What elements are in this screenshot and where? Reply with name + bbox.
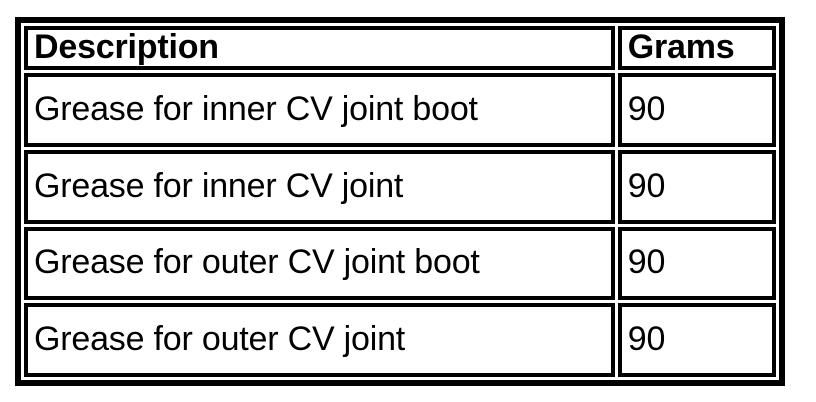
table-header-row: Description Grams — [24, 26, 776, 70]
column-header-description-label: Description — [34, 28, 219, 66]
table-row: Grease for inner CV joint boot 90 — [24, 73, 776, 147]
table-row: Grease for outer CV joint 90 — [24, 303, 776, 377]
cell-description-value: Grease for outer CV joint — [34, 320, 406, 359]
cell-grams: 90 — [617, 303, 776, 377]
cell-description: Grease for inner CV joint boot — [24, 73, 615, 147]
cell-grams-value: 90 — [627, 243, 666, 282]
column-header-description: Description — [24, 26, 615, 70]
cell-description: Grease for inner CV joint — [24, 149, 615, 224]
cell-grams: 90 — [617, 73, 776, 147]
cell-grams: 90 — [617, 149, 776, 224]
cell-description-value: Grease for inner CV joint boot — [34, 89, 478, 128]
table-row: Grease for outer CV joint boot 90 — [24, 226, 776, 301]
table-header: Description Grams — [24, 26, 776, 70]
cell-grams-value: 90 — [627, 89, 666, 128]
cell-description-value: Grease for outer CV joint boot — [34, 243, 480, 282]
column-header-grams-label: Grams — [627, 28, 735, 66]
cell-grams-value: 90 — [627, 166, 666, 205]
column-header-grams: Grams — [617, 26, 776, 70]
table-row: Grease for inner CV joint 90 — [24, 149, 776, 224]
cell-grams: 90 — [617, 226, 776, 301]
grease-specification-table: Description Grams Grease for inner CV jo… — [21, 23, 779, 380]
table-body: Grease for inner CV joint boot 90 Grease… — [24, 73, 776, 377]
cell-description: Grease for outer CV joint boot — [24, 226, 615, 301]
table-outer-frame: Description Grams Grease for inner CV jo… — [15, 17, 785, 386]
cell-description: Grease for outer CV joint — [24, 303, 615, 377]
cell-description-value: Grease for inner CV joint — [34, 166, 404, 205]
cell-grams-value: 90 — [627, 320, 666, 359]
